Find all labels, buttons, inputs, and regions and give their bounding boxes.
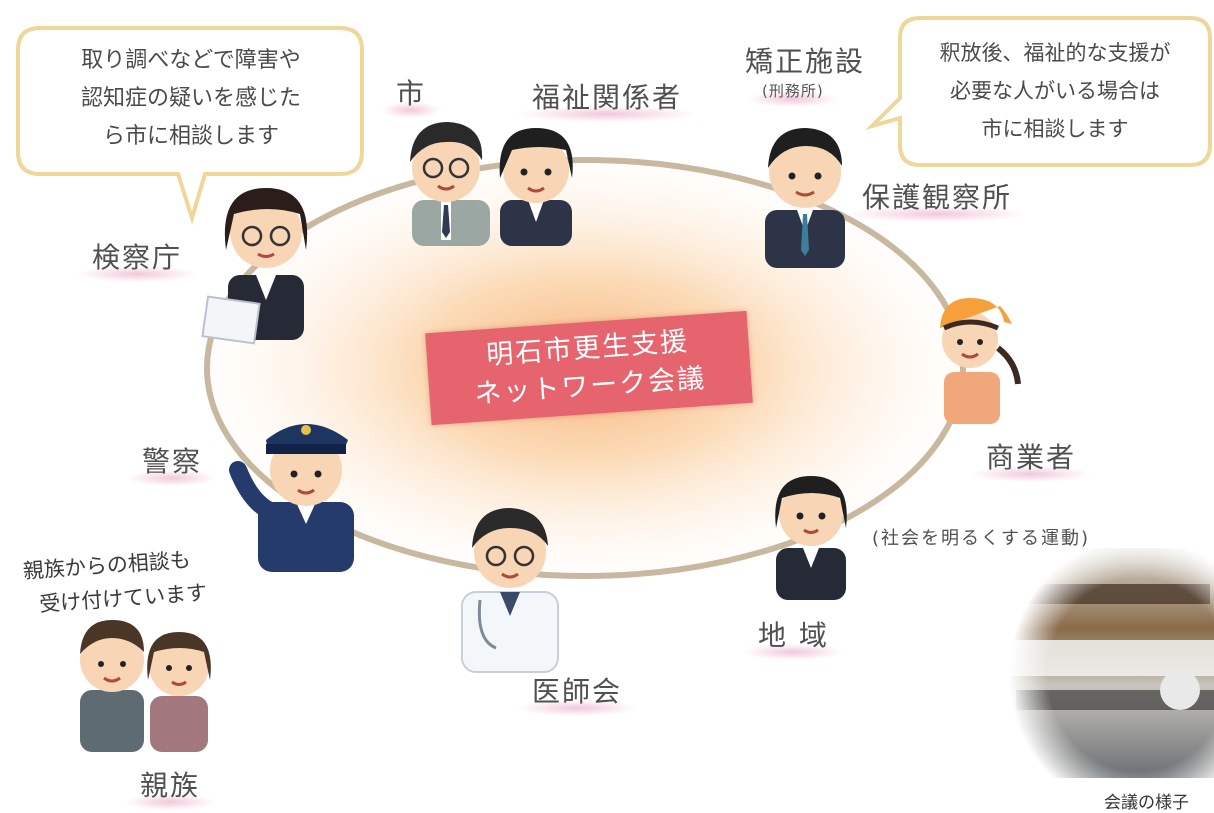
photo-caption: 会議の様子 <box>1104 793 1189 813</box>
label-prosecutors: 検察庁 <box>78 236 197 282</box>
label-correctional-sub: (刑務所) <box>748 80 838 107</box>
doctor-figure <box>461 508 559 673</box>
label-community: 地 域 <box>744 614 843 660</box>
left-bubble-line: 認知症の疑いを感じた <box>80 86 301 111</box>
right-bubble-line: 釈放後、福祉的な支援が <box>939 41 1171 65</box>
label-police: 警察 <box>128 440 217 486</box>
welfare-worker-figure <box>499 128 573 246</box>
label-city: 市 <box>382 72 441 118</box>
city-official-figure <box>410 122 490 246</box>
left-speech-bubble <box>16 26 364 225</box>
relatives-note: 親族からの相談も 受け付けています <box>22 542 208 623</box>
left-bubble-text: 取り調べなどで障害や 認知症の疑いを感じた ら市に相談します <box>30 42 352 156</box>
prosecutor-figure <box>201 188 308 345</box>
left-bubble-line: 取り調べなどで障害や <box>81 48 301 73</box>
right-bubble-line: 必要な人がいる場合は <box>950 79 1160 103</box>
label-doctors: 医師会 <box>518 670 637 716</box>
right-bubble-text: 釈放後、福祉的な支援が 必要な人がいる場合は 市に相談します <box>902 34 1208 148</box>
community-member-figure <box>775 476 847 600</box>
police-officer-figure <box>229 424 354 572</box>
meeting-photo <box>998 548 1214 778</box>
label-probation: 保護観察所 <box>848 176 1027 222</box>
label-community-sub: (社会を明るくする運動) <box>872 528 1091 549</box>
label-welfare: 福祉関係者 <box>518 76 697 122</box>
label-correctional: 矯正施設 <box>745 45 866 78</box>
left-bubble-line: ら市に相談します <box>102 124 279 149</box>
relatives-figures <box>80 620 211 752</box>
merchant-figure <box>940 298 1021 424</box>
label-merchants: 商業者 <box>972 436 1091 482</box>
right-bubble-line: 市に相談します <box>981 117 1129 141</box>
right-speech-bubble <box>865 16 1212 167</box>
network-ring <box>204 157 966 579</box>
label-relatives: 親族 <box>126 764 215 810</box>
probation-officer-figure <box>765 128 845 268</box>
